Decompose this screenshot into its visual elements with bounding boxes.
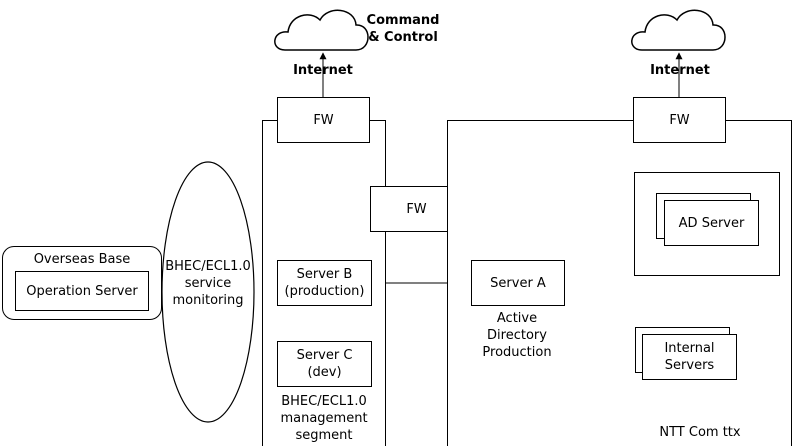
operation-server[interactable]: Operation Server <box>15 271 149 311</box>
fw-right[interactable]: FW <box>633 97 726 143</box>
internal-servers[interactable]: Internal Servers <box>642 334 737 380</box>
fw-left[interactable]: FW <box>277 97 370 143</box>
cloud-right-icon <box>631 9 726 51</box>
ad-server[interactable]: AD Server <box>664 200 759 246</box>
monitoring-ellipse <box>161 161 255 423</box>
management-segment-caption: BHEC/ECL1.0 management segment <box>280 394 368 443</box>
cloud-left-label: Command & Control <box>366 13 440 45</box>
server-a-caption: Active Directory Production <box>482 311 552 360</box>
server-c[interactable]: Server C (dev) <box>277 341 372 387</box>
overseas-base-title: Overseas Base <box>33 252 131 267</box>
server-b[interactable]: Server B (production) <box>277 260 372 306</box>
ntt-segment-caption: NTT Com ttx <box>659 425 741 440</box>
cloud-right-sublabel: Internet <box>650 63 710 78</box>
overseas-base: Overseas Base Operation Server <box>2 246 162 320</box>
monitoring-label: BHEC/ECL1.0 service monitoring <box>165 259 251 308</box>
server-a[interactable]: Server A <box>471 260 565 306</box>
cloud-left-sublabel: Internet <box>293 63 353 78</box>
cloud-left-icon <box>274 9 369 51</box>
